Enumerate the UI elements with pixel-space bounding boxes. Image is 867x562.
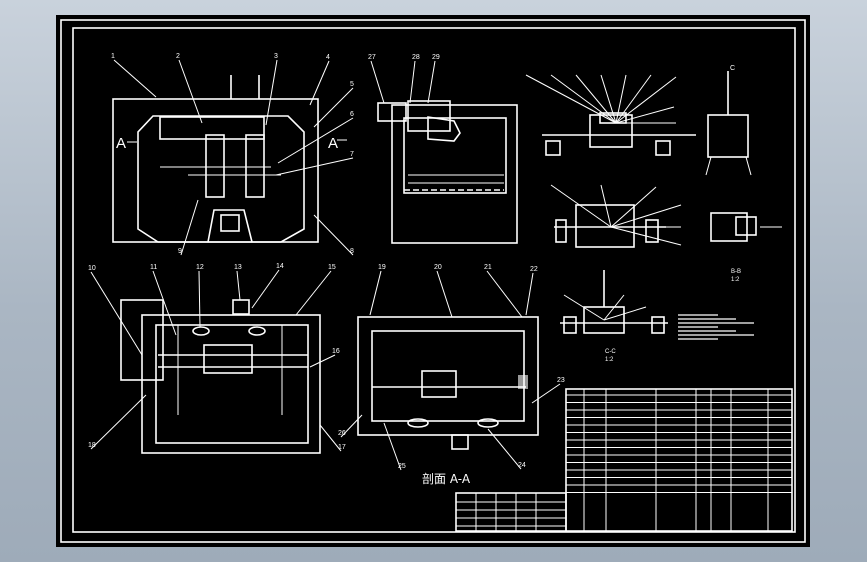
- section-mark-right: A: [328, 135, 338, 152]
- detail-leader: [525, 74, 617, 124]
- scale-c-c: 1:2: [605, 357, 614, 363]
- detail-flag-c: C: [730, 65, 735, 72]
- detail-leader: [600, 74, 617, 124]
- detail-view-c: C: [705, 65, 752, 176]
- balloon-leader: [383, 422, 402, 471]
- balloon-leader: [313, 87, 354, 128]
- balloon-leader: [275, 157, 354, 176]
- section-title: 剖面 A-A: [422, 472, 471, 486]
- balloon-leader: [198, 270, 201, 328]
- balloon-label: 4: [326, 54, 330, 61]
- detail-leader: [600, 184, 612, 228]
- balloon-leader: [90, 271, 143, 356]
- outer-border: [60, 19, 806, 543]
- balloon-leader: [113, 59, 157, 98]
- front-view: A A: [112, 75, 347, 243]
- label-b-b: B-B: [731, 269, 741, 275]
- balloon-leader: [236, 270, 241, 301]
- balloon-leader: [370, 60, 385, 104]
- balloon-leader: [251, 269, 280, 309]
- scale-b-b: 1:2: [731, 277, 740, 283]
- section-mark-left: A: [116, 135, 126, 152]
- detail-leader: [550, 184, 612, 228]
- label-c-c: C-C: [605, 349, 616, 355]
- balloon-label: 13: [234, 264, 242, 271]
- balloon-label: 21: [484, 264, 492, 271]
- balloon-label: 5: [350, 81, 354, 88]
- balloon-leader: [152, 270, 177, 336]
- detail-leader: [563, 294, 605, 321]
- balloon-label: 23: [557, 377, 565, 384]
- balloon-label: 12: [196, 264, 204, 271]
- balloon-label: 3: [274, 53, 278, 60]
- balloon-label: 16: [332, 348, 340, 355]
- balloon-leader: [265, 59, 278, 126]
- balloon-label: 27: [368, 54, 376, 61]
- section-view-aa: 剖面 A-A: [357, 316, 539, 486]
- detail-leader: [615, 106, 675, 124]
- balloon-label: 22: [530, 266, 538, 273]
- balloon-label: 9: [178, 248, 182, 255]
- detail-leader: [603, 294, 625, 321]
- detail-view-3: [560, 270, 668, 334]
- detail-leader: [603, 306, 647, 321]
- balloon-label: 10: [88, 265, 96, 272]
- balloon-label: 24: [518, 462, 526, 469]
- detail-view-b: B-B 1:2: [710, 212, 782, 283]
- balloon-label: 6: [350, 111, 354, 118]
- balloon-leader: [319, 424, 342, 452]
- balloon-leader: [531, 383, 561, 404]
- balloon-leader: [486, 270, 523, 318]
- title-block: [455, 388, 793, 532]
- balloon-leader: [487, 428, 522, 470]
- side-view: [377, 100, 518, 244]
- balloon-label: 17: [338, 444, 346, 451]
- balloon-leader: [309, 60, 330, 106]
- balloon-label: 15: [328, 264, 336, 271]
- balloon-leader: [178, 59, 203, 124]
- balloon-label: 20: [434, 264, 442, 271]
- balloon-leader: [369, 270, 382, 316]
- balloon-leader: [409, 60, 416, 104]
- detail-leader: [610, 204, 682, 228]
- detail-leader: [610, 186, 657, 228]
- balloon-leader: [313, 214, 354, 256]
- balloon-leader: [90, 394, 147, 450]
- detail-leaders: [525, 74, 682, 321]
- detail-leader: [610, 226, 682, 246]
- balloon-leader: [277, 117, 354, 164]
- balloon-leader: [436, 270, 453, 318]
- balloon-label: 26: [338, 430, 346, 437]
- detail-leader: [575, 74, 617, 124]
- detail-leader: [550, 74, 617, 124]
- detail-view-1: [542, 112, 696, 156]
- detail-leader: [615, 74, 627, 124]
- balloon-label: 11: [150, 264, 157, 271]
- balloon-label: 7: [350, 151, 354, 158]
- detail-leader: [615, 76, 677, 124]
- balloon-leader: [180, 199, 199, 256]
- inner-border: [72, 27, 796, 533]
- balloon-leader: [427, 60, 436, 104]
- balloon-leader: [295, 270, 332, 316]
- technical-notes: [678, 314, 754, 340]
- drawing-canvas: A A 剖面 A-A: [60, 19, 806, 543]
- detail-leader: [615, 74, 652, 124]
- balloon-label: 8: [350, 248, 354, 255]
- balloon-label: 1: [111, 53, 115, 60]
- balloon-label: 28: [412, 54, 420, 61]
- balloon-leader: [525, 272, 534, 316]
- balloon-label: 19: [378, 264, 386, 271]
- balloon-label: 18: [88, 442, 96, 449]
- balloon-label: 29: [432, 54, 440, 61]
- top-view: [120, 299, 321, 454]
- drawing-sheet: A A 剖面 A-A: [56, 15, 810, 547]
- balloon-leader: [309, 354, 336, 368]
- balloon-label: 2: [176, 53, 180, 60]
- balloon-label: 14: [276, 263, 284, 270]
- balloon-label: 25: [398, 463, 406, 470]
- balloon-leader: [340, 414, 363, 438]
